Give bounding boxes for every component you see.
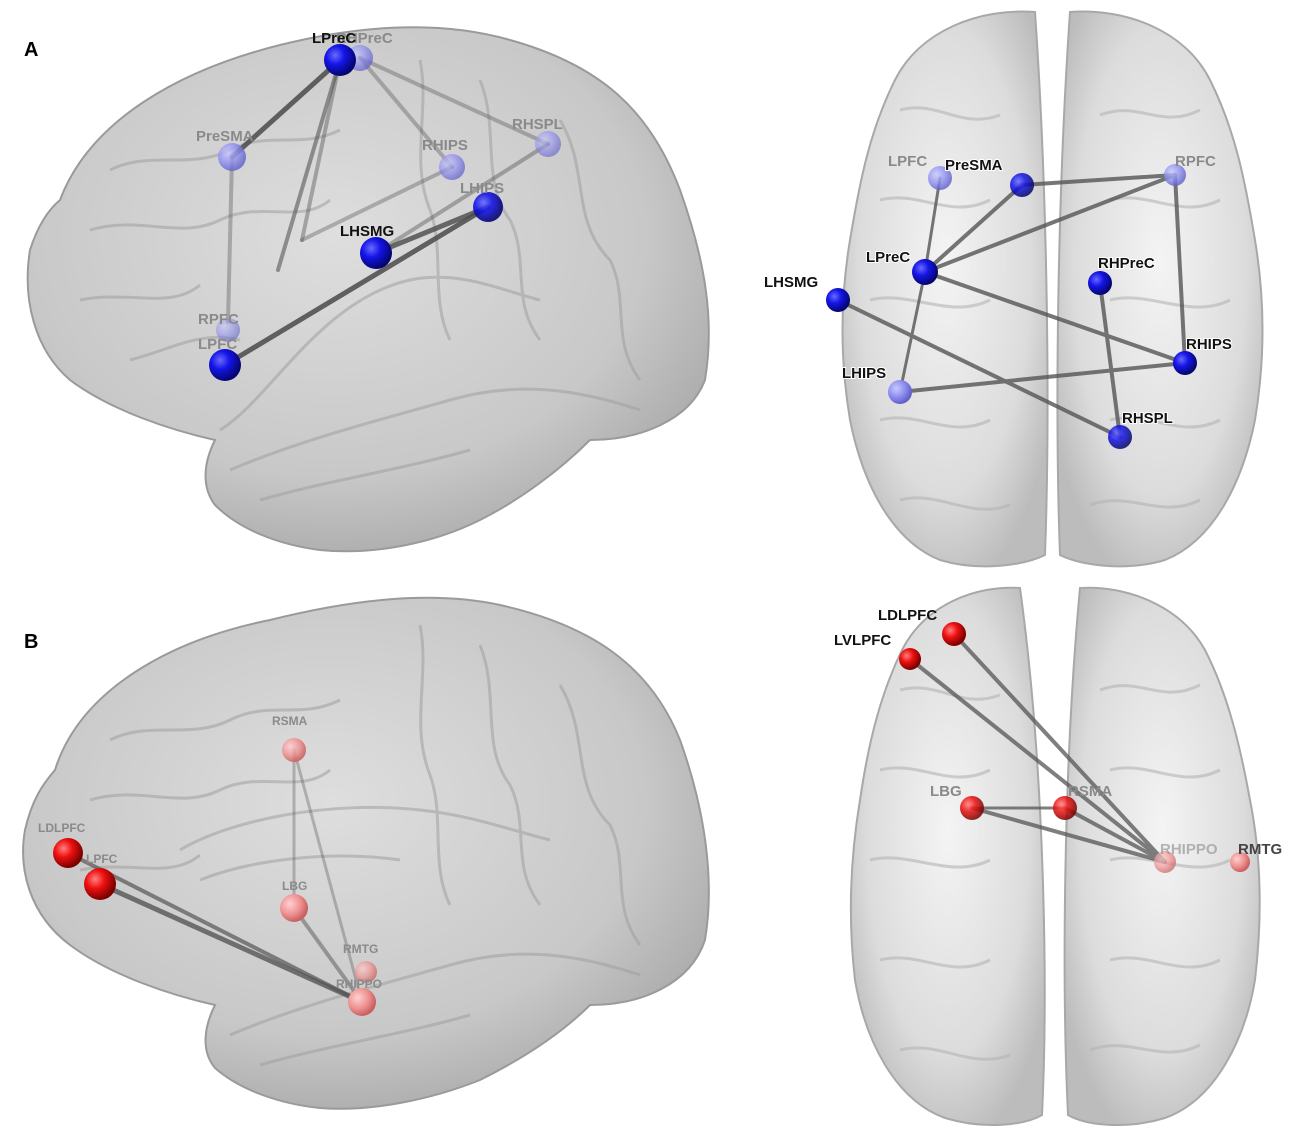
label-b-sag-lbg: LBG	[282, 879, 307, 893]
brain-sagittal-surface	[22, 596, 710, 1110]
node-a-ax-lhips	[888, 380, 912, 404]
node-a-ax-lpfc	[928, 166, 952, 190]
edges-b-axial	[908, 632, 1167, 864]
node-b-ax-ldlpfc	[942, 622, 966, 646]
edges-b-sagittal	[66, 748, 365, 1005]
node-b-ax-rmtg	[1230, 852, 1250, 872]
node-a-sag-lpfc	[209, 349, 241, 381]
node-a-ax-lhsmg	[826, 288, 850, 312]
label-a-ax-presma: PreSMA	[945, 157, 1003, 174]
node-a-sag-rhips	[439, 154, 465, 180]
label-b-sag-rsma: RSMA	[272, 714, 308, 728]
label-a-sag-lprec: LPreC	[312, 30, 356, 47]
node-a-sag-presma	[218, 143, 246, 171]
label-a-ax-lprec: LPreC	[866, 249, 910, 266]
node-b-sag-ldlpfc	[53, 838, 83, 868]
brain-axial-gyri	[869, 106, 1231, 511]
node-a-ax-rpfc	[1164, 164, 1186, 186]
node-b-ax-lbg	[960, 796, 984, 820]
label-a-ax-rpfc: RPFC	[1175, 153, 1216, 170]
label-b-ax-lbg: LBG	[930, 783, 962, 800]
nodes-b-axial	[899, 622, 1250, 873]
label-a-ax-lhips: LHIPS	[842, 365, 886, 382]
label-a-sag-presma: PreSMA	[196, 128, 254, 145]
labels-b-axial: LDLPFC LVLPFC LBG RSMA RHIPPO RMTG	[834, 607, 1282, 858]
node-a-ax-lprec	[912, 259, 938, 285]
node-b-ax-rhippo	[1154, 851, 1176, 873]
nodes-a-axial	[826, 164, 1197, 449]
label-b-ax-lvlpfc: LVLPFC	[834, 632, 891, 649]
brain-sagittal-surface	[26, 26, 710, 553]
label-a-sag-rhprec: RHPreC	[336, 30, 393, 47]
label-b-ax-rmtg: RMTG	[1238, 841, 1282, 858]
node-b-sag-lbg	[280, 894, 308, 922]
label-a-sag-lhsmg: LHSMG	[340, 223, 394, 240]
edges-a-axial	[836, 173, 1187, 439]
labels-b-sagittal: RSMA LDLPFC LPFC LBG RMTG RHIPPO	[38, 714, 382, 991]
label-a-ax-lpfc: LPFC	[888, 153, 927, 170]
label-a-ax-lhsmg: LHSMG	[764, 274, 818, 291]
nodes-b-sagittal	[53, 738, 377, 1016]
label-a-sag-lhips: LHIPS	[460, 180, 504, 197]
label-a-ax-rhprec: RHPreC	[1098, 255, 1155, 272]
node-a-sag-rhspl	[535, 131, 561, 157]
brain-axial-right-hemisphere	[1056, 10, 1264, 568]
label-b-ax-ldlpfc: LDLPFC	[878, 607, 937, 624]
panel-a-sagittal-view: RHPreC LPreC PreSMA RHIPS RHSPL LHIPS LH…	[26, 26, 710, 553]
label-a-sag-rhspl: RHSPL	[512, 116, 563, 133]
node-a-sag-lprec	[324, 44, 356, 76]
label-a-sag-lpfc: LPFC	[198, 336, 237, 353]
panel-b-axial-view: LDLPFC LVLPFC LBG RSMA RHIPPO RMTG	[834, 586, 1282, 1126]
node-b-sag-lvlpfc	[84, 868, 116, 900]
node-b-sag-rhippo	[348, 988, 376, 1016]
panel-letter-a: A	[24, 39, 38, 61]
brain-axial-gyri	[869, 683, 1231, 1061]
edges-a-sagittal	[222, 56, 550, 368]
label-b-ax-rsma: RSMA	[1068, 783, 1112, 800]
brain-sulci	[79, 624, 642, 1067]
node-a-ax-presma	[1010, 173, 1034, 197]
node-b-ax-rsma	[1053, 796, 1077, 820]
node-a-ax-rhips	[1173, 351, 1197, 375]
node-a-ax-rhprec	[1088, 271, 1112, 295]
panel-letter-b: B	[24, 631, 38, 653]
node-a-ax-rhspl	[1108, 425, 1132, 449]
nodes-a-sagittal	[209, 44, 561, 381]
brain-axial-left-hemisphere	[841, 10, 1049, 568]
brain-sulci	[79, 59, 642, 502]
label-a-sag-rpfc: RPFC	[198, 311, 239, 328]
label-a-ax-rhspl: RHSPL	[1122, 410, 1173, 427]
node-a-sag-lhips	[473, 192, 503, 222]
labels-a-sagittal: RHPreC LPreC PreSMA RHIPS RHSPL LHIPS LH…	[196, 30, 563, 353]
label-b-sag-lvlpfc: LPFC	[86, 852, 118, 866]
labels-a-axial: LPFC PreSMA RPFC LPreC RHPreC LHSMG RHIP…	[764, 153, 1233, 428]
panel-a-axial-view: LPFC PreSMA RPFC LPreC RHPreC LHSMG RHIP…	[764, 10, 1264, 568]
label-b-sag-rhippo: RHIPPO	[336, 977, 382, 991]
node-b-ax-lvlpfc	[899, 648, 921, 670]
node-b-sag-rmtg	[355, 961, 377, 983]
label-a-sag-rhips: RHIPS	[422, 137, 468, 154]
node-a-sag-lhsmg	[360, 237, 392, 269]
brain-axial-left-hemisphere	[849, 586, 1046, 1126]
label-b-sag-ldlpfc: LDLPFC	[38, 821, 86, 835]
label-b-ax-rhippo: RHIPPO	[1160, 841, 1218, 858]
label-a-ax-rhips: RHIPS	[1186, 336, 1232, 353]
panel-b-sagittal-view: RSMA LDLPFC LPFC LBG RMTG RHIPPO	[22, 596, 710, 1110]
node-b-sag-rsma	[282, 738, 306, 762]
node-a-sag-rpfc	[216, 318, 240, 342]
label-b-sag-rmtg: RMTG	[343, 942, 378, 956]
